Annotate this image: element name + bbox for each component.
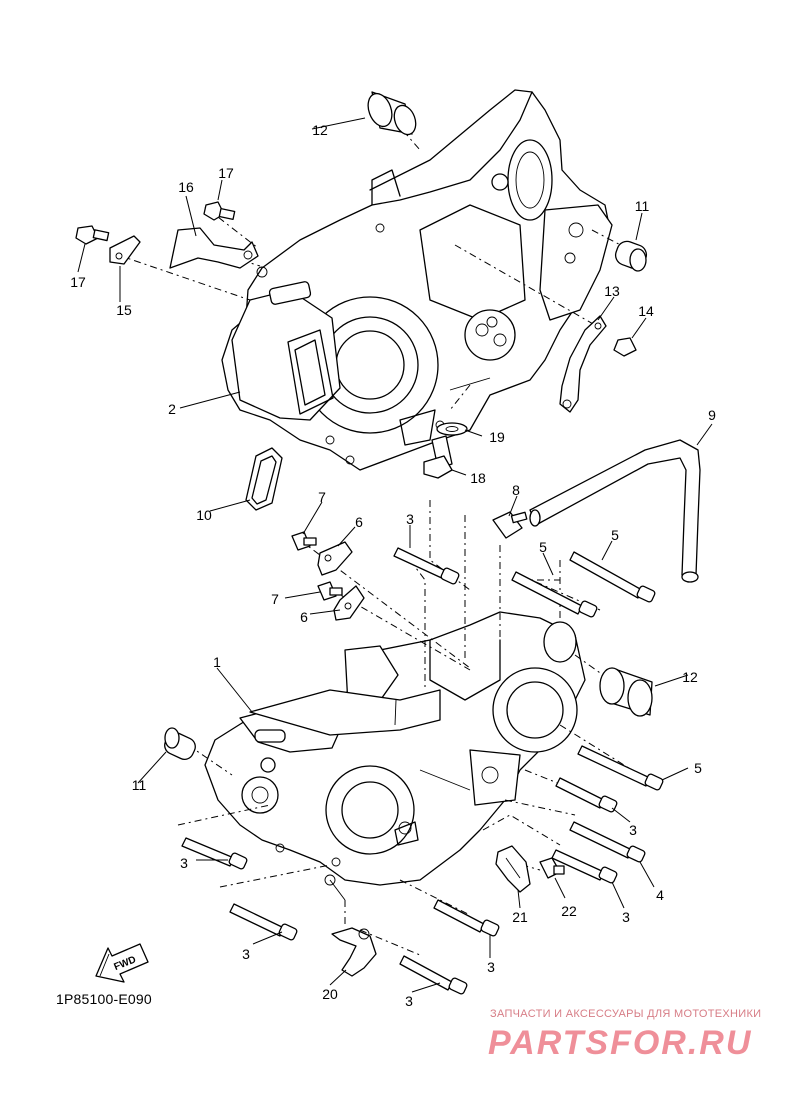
bolt-5-lower — [577, 745, 664, 791]
bolt-3-right-b — [551, 849, 618, 884]
callout-3d: 3 — [180, 855, 188, 871]
part-7-screw-lower — [317, 581, 343, 601]
callout-3e: 3 — [242, 946, 250, 962]
callout-21: 21 — [512, 909, 528, 925]
callout-3c: 3 — [622, 909, 630, 925]
watermark-brand: PARTSFOR.RU — [488, 1024, 753, 1062]
callout-1: 1 — [213, 654, 221, 670]
part-13-bracket — [559, 315, 607, 413]
part-18-drain-bolt — [423, 435, 453, 479]
callout-12a: 12 — [312, 122, 328, 138]
part-7-screw-upper — [291, 531, 317, 551]
part-20-guide — [331, 927, 377, 977]
callout-2: 2 — [168, 401, 176, 417]
callout-3f: 3 — [487, 959, 495, 975]
diagram-reference-code: 1P85100-E090 — [56, 991, 152, 1007]
crankcase-right-half — [204, 611, 586, 901]
callout-20: 20 — [322, 986, 338, 1002]
part-6-clip-upper — [317, 541, 353, 576]
callout-labels: 1 2 3 3 3 3 3 3 3 4 5 5 5 6 6 7 7 8 9 10… — [70, 122, 716, 1009]
callout-11a: 11 — [132, 777, 147, 793]
part-12-bushing-lower — [599, 667, 653, 717]
callout-6b: 6 — [300, 609, 308, 625]
part-22-bolt — [539, 857, 565, 879]
callout-14: 14 — [638, 303, 654, 319]
watermark-tagline: ЗАПЧАСТИ И АКСЕССУАРЫ ДЛЯ МОТОТЕХНИКИ — [490, 1008, 762, 1020]
bolt-3-bottom-a — [433, 899, 500, 937]
callout-13: 13 — [604, 283, 620, 299]
callout-12b: 12 — [682, 669, 698, 685]
bolt-3-left-a — [181, 837, 248, 870]
callout-4: 4 — [656, 887, 664, 903]
callout-15: 15 — [116, 302, 132, 318]
callout-17a: 17 — [218, 165, 234, 181]
part-19-washer — [436, 422, 468, 436]
callout-3g: 3 — [405, 993, 413, 1009]
callout-5a: 5 — [539, 539, 547, 555]
part-11-collar-lower — [164, 727, 196, 760]
callout-10: 10 — [196, 507, 212, 523]
fwd-arrow-icon: FWD — [95, 943, 149, 983]
callout-19: 19 — [489, 429, 505, 445]
bolt-3-left-b — [229, 903, 298, 941]
bolt-5-left — [511, 571, 598, 618]
part-17-bolt-left — [75, 225, 110, 245]
callout-5c: 5 — [694, 760, 702, 776]
callout-3a: 3 — [406, 511, 414, 527]
part-14-bolt — [613, 337, 637, 357]
leader-lines — [77, 117, 713, 993]
part-15-plate — [109, 235, 141, 265]
callout-8: 8 — [512, 482, 520, 498]
part-9-hose — [529, 439, 701, 583]
callout-3b: 3 — [629, 822, 637, 838]
part-6-clip-lower — [333, 585, 365, 621]
bolt-3-right-a — [555, 777, 618, 813]
part-21-clamp — [495, 845, 531, 893]
callout-7a: 7 — [318, 489, 326, 505]
callout-7b: 7 — [271, 591, 279, 607]
callout-6a: 6 — [355, 514, 363, 530]
bolt-3-top — [393, 547, 460, 585]
callout-5b: 5 — [611, 527, 619, 543]
callout-22: 22 — [561, 903, 577, 919]
callout-11b: 11 — [635, 198, 650, 214]
bolt-3-bottom-b — [399, 955, 468, 995]
bolt-5-right — [569, 551, 656, 603]
part-16-bracket — [169, 227, 259, 269]
crankcase-left-half — [221, 89, 613, 471]
part-10-o-ring — [245, 447, 283, 511]
part-17-bolt-center — [203, 201, 236, 221]
part-8-fitting — [492, 511, 528, 539]
callout-17b: 17 — [70, 274, 86, 290]
part-11-collar-upper — [614, 240, 648, 272]
bolts — [181, 547, 664, 995]
bolt-4 — [569, 821, 646, 863]
part-12-bushing-upper — [367, 91, 417, 136]
callout-16: 16 — [178, 179, 194, 195]
callout-18: 18 — [470, 470, 486, 486]
callout-9: 9 — [708, 407, 716, 423]
